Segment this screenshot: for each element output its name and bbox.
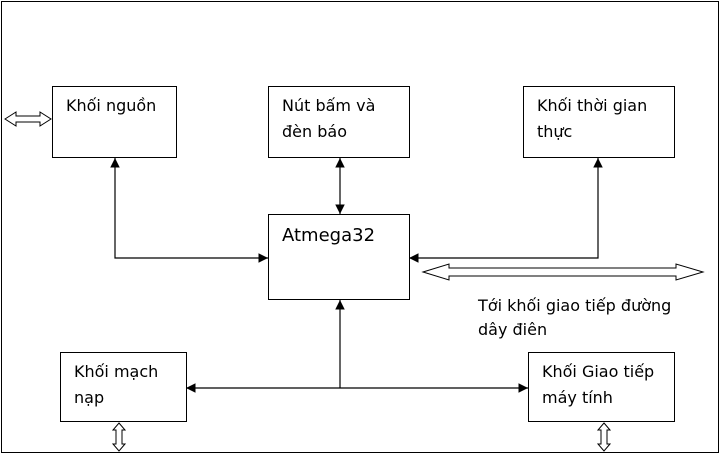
buttons-block: Nút bấm và đèn báo: [268, 86, 410, 158]
programmer-block: Khối mạch nạp: [60, 352, 187, 422]
rtc-mcu-link: [409, 158, 603, 263]
buttons-block-label: Nút bấm và đèn báo: [282, 96, 376, 141]
programmer-external-arrow: [111, 422, 127, 452]
powerline-label-text: Tới khối giao tiếp đường dây điên: [478, 296, 672, 339]
rtc-block-label: Khối thời gian thực: [537, 96, 648, 141]
mcu-block-label: Atmega32: [282, 225, 376, 246]
pc-interface-block: Khối Giao tiếp máy tính: [528, 352, 675, 422]
power-mcu-link: [110, 158, 268, 263]
mcu-block: Atmega32: [268, 214, 410, 300]
powerline-arrow: [421, 263, 705, 281]
power-block: Khối nguồn: [52, 86, 177, 158]
pc-external-arrow: [596, 422, 612, 452]
powerline-label: Tới khối giao tiếp đường dây điên: [478, 294, 683, 342]
rtc-block: Khối thời gian thực: [523, 86, 675, 158]
power-block-label: Khối nguồn: [66, 96, 157, 115]
pc-interface-block-label: Khối Giao tiếp máy tính: [542, 362, 655, 407]
power-external-arrow: [4, 111, 52, 127]
programmer-block-label: Khối mạch nạp: [74, 362, 159, 407]
